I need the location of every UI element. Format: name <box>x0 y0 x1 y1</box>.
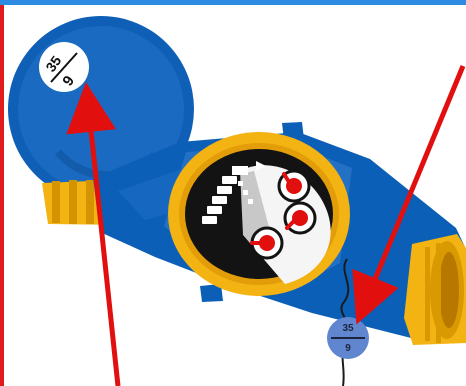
arrow-icon <box>66 82 121 386</box>
left-frame-bar <box>0 5 4 386</box>
meter-dial-icon <box>168 132 350 296</box>
seal-tag-numerator: 35 <box>342 323 354 334</box>
seal-tag-denominator: 9 <box>345 343 351 354</box>
lid-label-icon: 35 9 <box>39 42 89 92</box>
lcd-display-icon <box>202 161 266 224</box>
top-frame-bar <box>0 0 466 5</box>
arrow-icon <box>352 65 466 325</box>
seal-tag-icon: 35 9 <box>327 317 369 359</box>
